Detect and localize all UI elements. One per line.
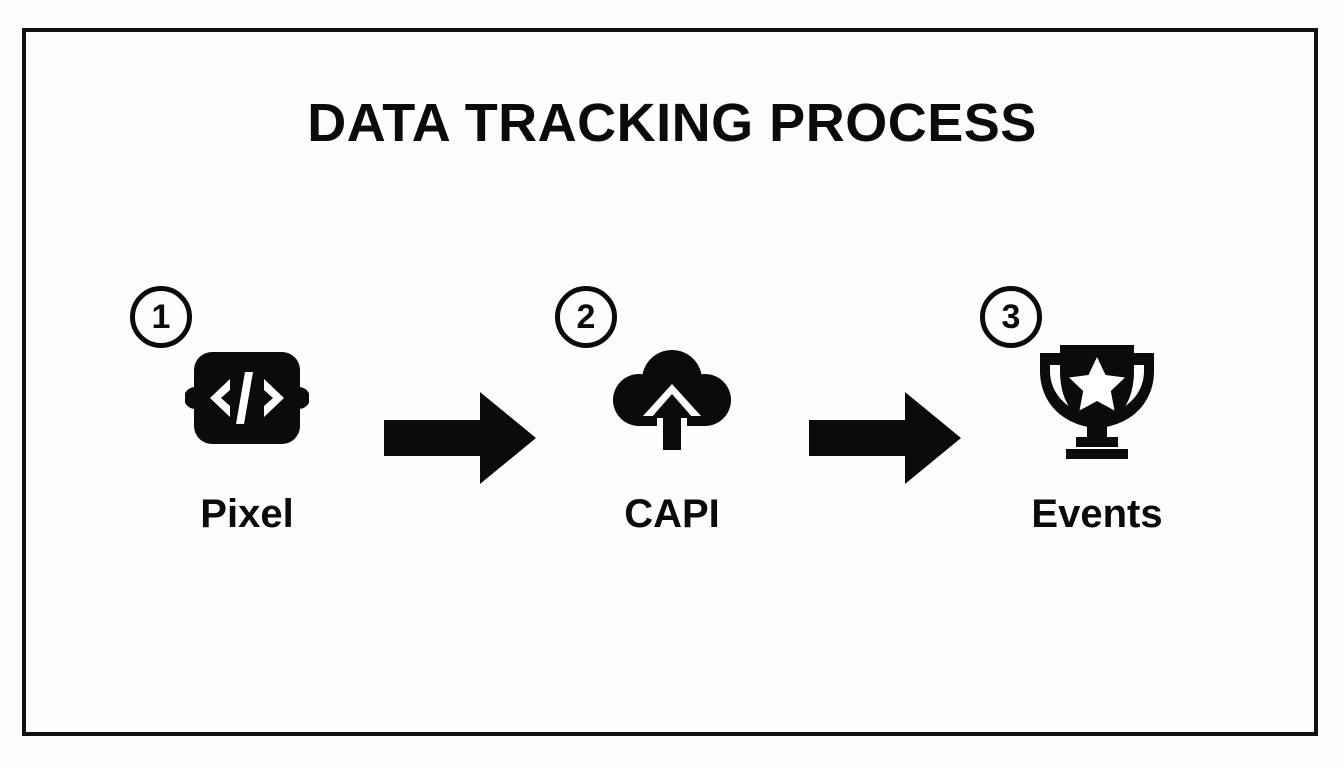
step-icon-capi: [609, 338, 735, 458]
step-number-badge-1: 1: [130, 286, 192, 348]
process-flow: 1 Pixel: [60, 286, 1284, 556]
step-icon-pixel: [185, 338, 309, 458]
step-number-badge-3: 3: [980, 286, 1042, 348]
process-step-pixel: 1 Pixel: [122, 286, 372, 556]
step-label-events: Events: [1031, 492, 1163, 536]
flow-connector-1: [372, 286, 547, 486]
arrow-right-icon: [383, 390, 536, 486]
step-label-capi: CAPI: [624, 492, 720, 536]
process-step-capi: 2: [547, 286, 797, 556]
step-icon-events: [1032, 337, 1162, 459]
trophy-star-icon: [1032, 337, 1162, 459]
step-label-pixel: Pixel: [200, 492, 294, 536]
cloud-upload-icon: [609, 342, 735, 454]
arrow-right-icon: [808, 390, 961, 486]
process-step-events: 3: [972, 286, 1222, 556]
step-number-badge-2: 2: [555, 286, 617, 348]
page-title: DATA TRACKING PROCESS: [307, 93, 1037, 153]
flow-connector-2: [797, 286, 972, 486]
code-badge-icon: [185, 346, 309, 450]
